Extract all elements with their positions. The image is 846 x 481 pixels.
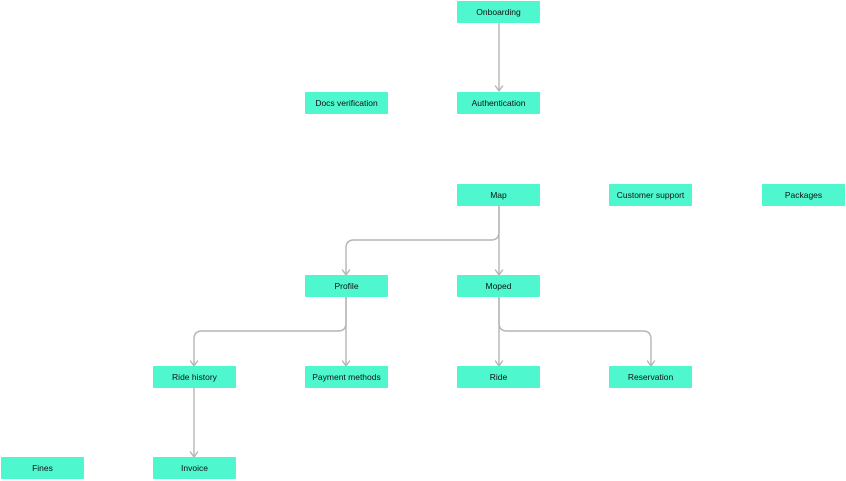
edge-map-to-moped bbox=[494, 206, 504, 276]
edge-map-to-profile bbox=[341, 206, 500, 276]
edge-profile-to-ride-history bbox=[189, 297, 347, 367]
node-payment-methods[interactable]: Payment methods bbox=[305, 366, 388, 388]
edge-moped-to-reservation bbox=[498, 297, 656, 367]
node-packages[interactable]: Packages bbox=[762, 184, 845, 206]
node-authentication[interactable]: Authentication bbox=[457, 92, 540, 114]
edge-ride-history-to-invoice bbox=[189, 388, 199, 458]
edge-onboarding-to-authentication bbox=[494, 23, 504, 92]
node-docs-verification[interactable]: Docs verification bbox=[305, 92, 388, 114]
edge-profile-to-payment-methods bbox=[341, 297, 351, 367]
node-reservation[interactable]: Reservation bbox=[609, 366, 692, 388]
node-profile[interactable]: Profile bbox=[305, 275, 388, 297]
node-ride[interactable]: Ride bbox=[457, 366, 540, 388]
node-onboarding[interactable]: Onboarding bbox=[457, 1, 540, 23]
node-moped[interactable]: Moped bbox=[457, 275, 540, 297]
node-invoice[interactable]: Invoice bbox=[153, 457, 236, 479]
node-customer-support[interactable]: Customer support bbox=[609, 184, 692, 206]
node-ride-history[interactable]: Ride history bbox=[153, 366, 236, 388]
node-map[interactable]: Map bbox=[457, 184, 540, 206]
node-fines[interactable]: Fines bbox=[1, 457, 84, 479]
